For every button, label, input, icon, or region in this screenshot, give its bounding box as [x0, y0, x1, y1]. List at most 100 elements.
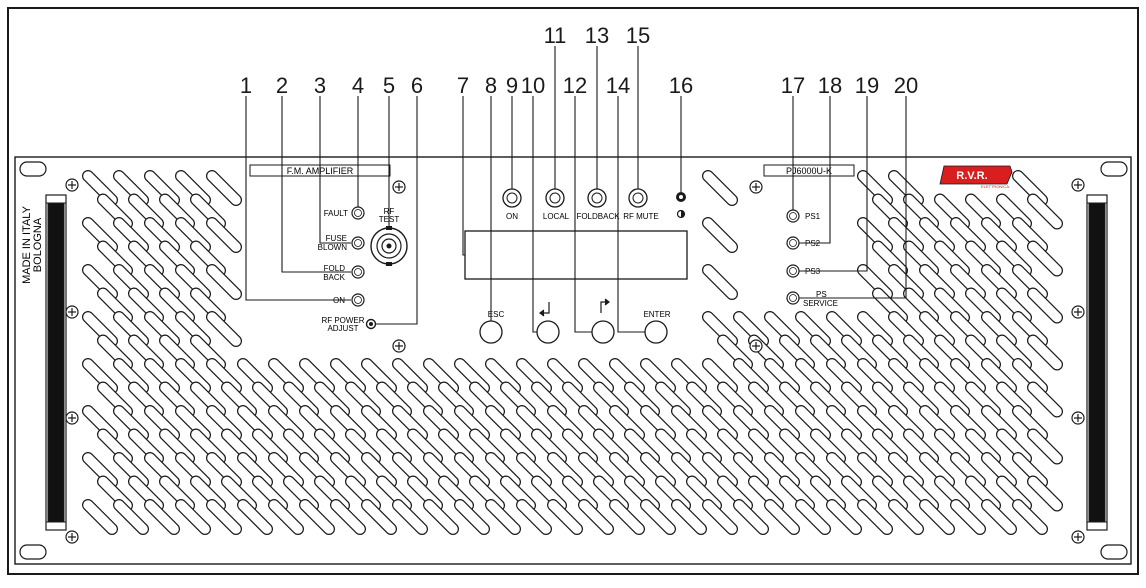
grille-slot-inner: [1013, 312, 1047, 346]
callout-6: 6: [411, 73, 423, 98]
callout-15: 15: [626, 23, 650, 48]
grille-slot-inner: [703, 500, 737, 534]
grille-slot-inner: [176, 453, 210, 487]
grille-slot-inner: [517, 406, 551, 440]
forward-button[interactable]: [591, 320, 615, 344]
rf-mute-button-label: RF MUTE: [623, 212, 659, 221]
callout-14: 14: [606, 73, 630, 98]
mount-slot: [19, 544, 47, 560]
grille-slot-inner: [517, 500, 551, 534]
grille-slot-inner: [238, 406, 272, 440]
grille-slot-inner: [920, 312, 954, 346]
lcd-display: [464, 230, 688, 280]
grille-slot-inner: [672, 500, 706, 534]
screw-icon: [392, 339, 406, 353]
grille-slot-inner: [424, 359, 458, 393]
grille-slot-inner: [1013, 218, 1047, 252]
grille-slot-inner: [734, 359, 768, 393]
grille-slot-inner: [517, 359, 551, 393]
grille-slot-inner: [672, 359, 706, 393]
grille-slot-inner: [145, 406, 179, 440]
grille-slot-inner: [889, 453, 923, 487]
grille-slot-inner: [858, 500, 892, 534]
rvr-logo: R.V.R. ELETTRONICA: [939, 165, 1013, 189]
grille-slot-inner: [486, 359, 520, 393]
grille-slot-inner: [393, 406, 427, 440]
grille-slot-inner: [114, 453, 148, 487]
grille-slot-inner: [889, 500, 923, 534]
grille-slot-inner: [486, 500, 520, 534]
led-ps2: [786, 236, 800, 250]
grille-slot-inner: [672, 406, 706, 440]
fold-label: FOLD: [324, 264, 346, 273]
logo-subtext: ELETTRONICA: [981, 184, 1009, 189]
grille-slot-inner: [610, 500, 644, 534]
grille-slot-inner: [951, 406, 985, 440]
right-handle: [1086, 194, 1108, 531]
rf-power-adjust-trimmer[interactable]: [365, 318, 377, 330]
grille-slot-inner: [641, 406, 675, 440]
screw-icon: [1071, 530, 1085, 544]
grille-slot-inner: [114, 359, 148, 393]
grille-slot-inner: [920, 218, 954, 252]
foldback-button[interactable]: [587, 188, 607, 208]
grille-slot-inner: [207, 265, 241, 299]
grille-slot-inner: [300, 406, 334, 440]
grille-slot-inner: [455, 453, 489, 487]
grille-slot-inner: [951, 453, 985, 487]
local-button[interactable]: [545, 188, 565, 208]
ventilation-grille: [82, 170, 1063, 535]
grille-slot-inner: [703, 265, 737, 299]
grille-slot-inner: [951, 500, 985, 534]
grille-slot-inner: [486, 453, 520, 487]
side-text-made-in-italy: MADE IN ITALY: [21, 205, 33, 283]
grille-slot-inner: [920, 453, 954, 487]
rf-mute-button[interactable]: [628, 188, 648, 208]
grille-slot-inner: [145, 500, 179, 534]
callout-8: 8: [485, 73, 497, 98]
grille-slot-inner: [920, 265, 954, 299]
esc-button[interactable]: [479, 320, 503, 344]
callout-13: 13: [585, 23, 609, 48]
enter-button[interactable]: [644, 320, 668, 344]
fuse-label: FUSE: [326, 234, 347, 243]
grille-slot-inner: [424, 500, 458, 534]
grille-slot-inner: [331, 453, 365, 487]
grille-slot-inner: [300, 500, 334, 534]
grille-slot-inner: [548, 406, 582, 440]
grille-slot-inner: [1013, 453, 1047, 487]
callout-12: 12: [563, 73, 587, 98]
model-plate: PJ6000U-K: [763, 164, 855, 177]
grille-slot-inner: [765, 453, 799, 487]
forward-arrow-icon: [600, 298, 610, 313]
grille-slot-inner: [114, 265, 148, 299]
grille-slot-inner: [362, 500, 396, 534]
grille-slot-inner: [455, 406, 489, 440]
grille-slot-inner: [796, 359, 830, 393]
grille-slot-inner: [83, 218, 117, 252]
grille-slot-inner: [300, 453, 334, 487]
return-button[interactable]: [536, 320, 560, 344]
grille-slot-inner: [982, 218, 1016, 252]
grille-slot-inner: [176, 359, 210, 393]
model-label: PJ6000U-K: [786, 166, 832, 176]
grille-slot-inner: [796, 312, 830, 346]
grille-slot-inner: [734, 500, 768, 534]
grille-slot-inner: [1013, 265, 1047, 299]
grille-slot-inner: [362, 406, 396, 440]
grille-slot-inner: [1028, 382, 1062, 417]
callout-5: 5: [383, 73, 395, 98]
led-fuse-blown: [351, 236, 365, 250]
grille-slot-inner: [517, 453, 551, 487]
grille-slot-inner: [889, 406, 923, 440]
screw-icon: [1071, 305, 1085, 319]
grille-slot-inner: [83, 359, 117, 393]
rf-test-connector[interactable]: [370, 226, 408, 266]
grille-slot-inner: [889, 359, 923, 393]
grille-slot-inner: [1013, 171, 1047, 205]
grille-slot-inner: [920, 359, 954, 393]
on-button[interactable]: [502, 188, 522, 208]
panel-screws: [65, 178, 1085, 544]
ps1-label: PS1: [805, 212, 821, 221]
